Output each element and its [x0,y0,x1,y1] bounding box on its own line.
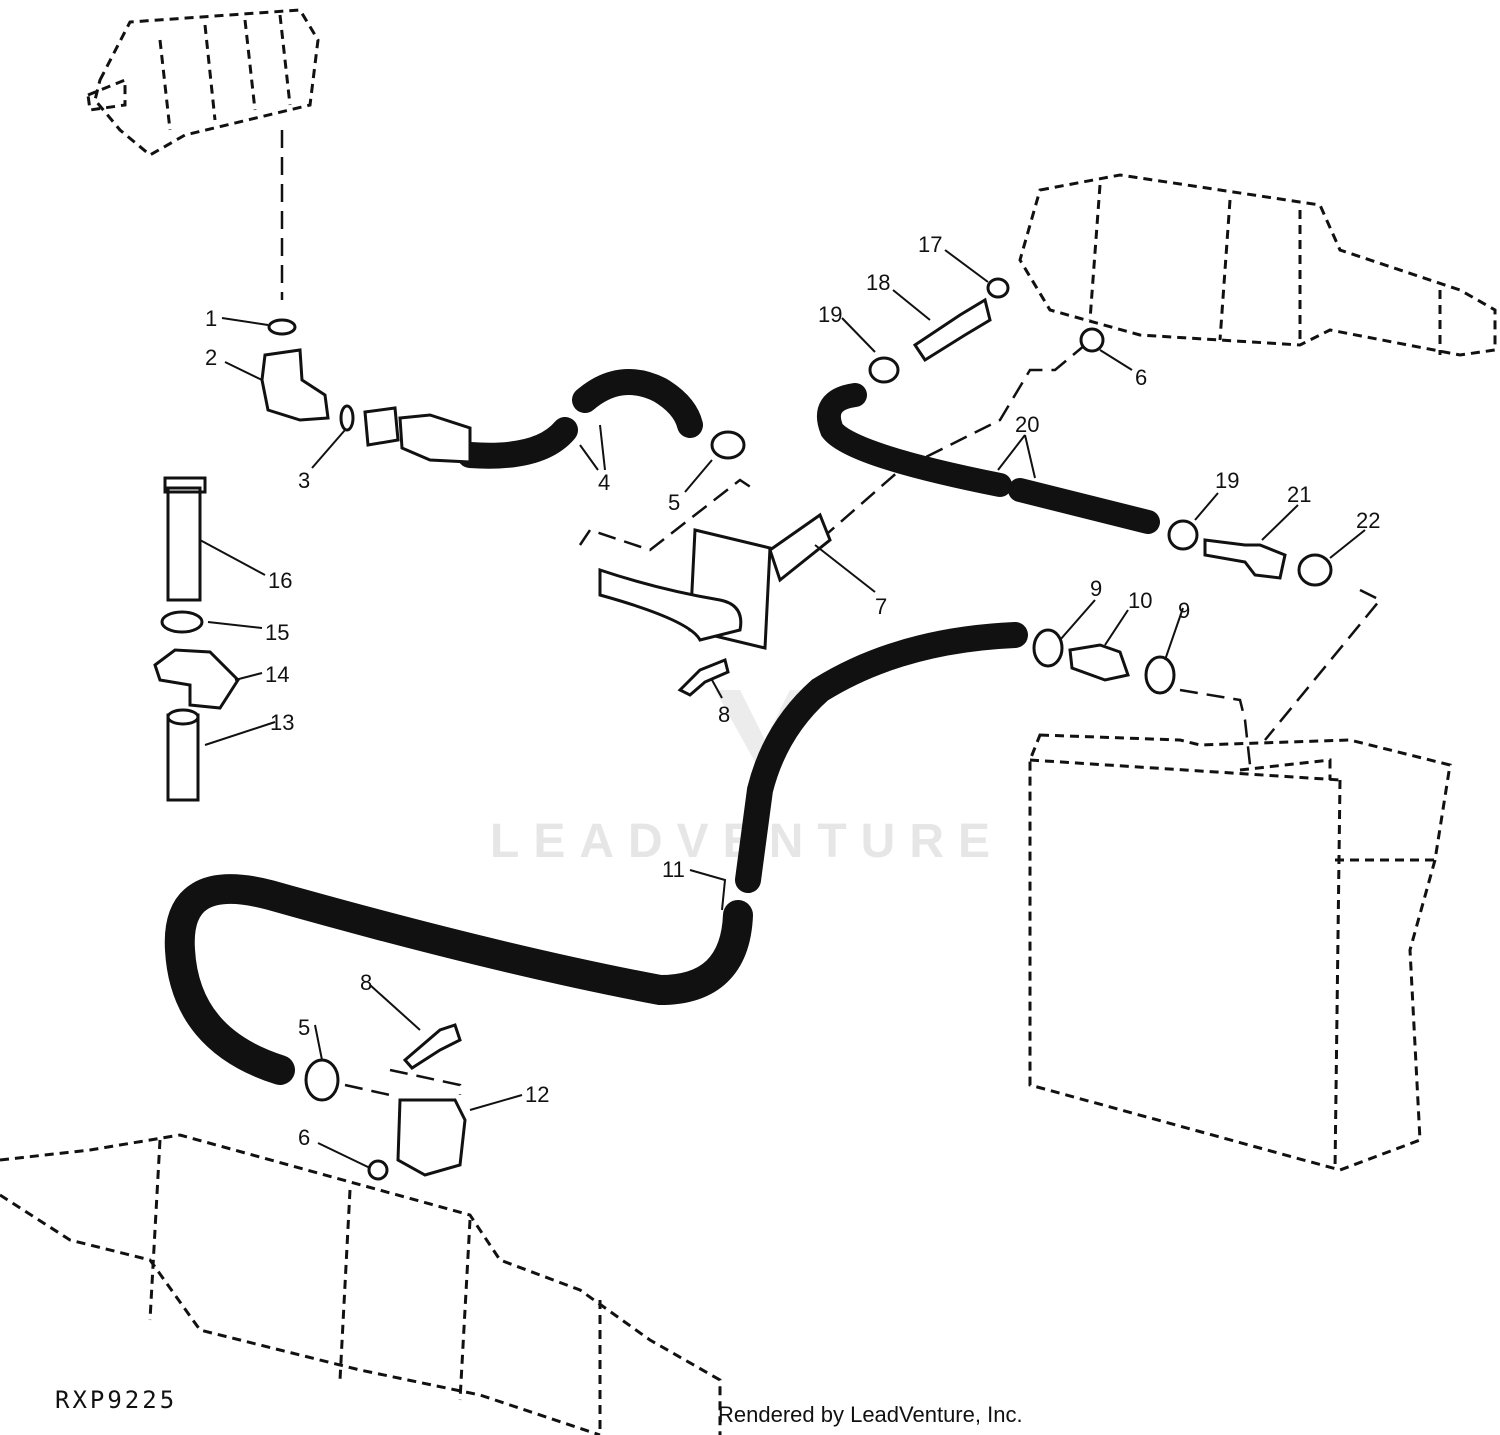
callout-17: 17 [918,232,942,257]
o-ring-1 [267,318,297,336]
hose-4b [572,369,703,438]
fitting-18 [912,297,992,363]
hose-11a [735,622,1028,893]
pump-outline [86,8,320,157]
callout-20: 20 [1015,412,1039,437]
clamp-14 [153,648,240,710]
callout-6-upper: 6 [1135,365,1147,390]
callout-18: 18 [866,270,890,295]
tank-outline [1028,733,1452,1172]
clamp-19b [1167,519,1199,551]
spacer-13-top [166,708,200,726]
callout-19-upper: 19 [818,302,842,327]
assembly-lines [280,130,1382,1101]
bolt-16 [163,476,207,602]
hose-4a [457,417,578,469]
callout-2: 2 [205,345,217,370]
callout-4: 4 [598,470,610,495]
hose-20b [1008,478,1160,534]
callout-9-right: 9 [1178,598,1190,623]
connector-10 [1068,643,1130,682]
callout-3: 3 [298,468,310,493]
drawing-code: RXP9225 [55,1386,177,1414]
callout-labels: 1 2 3 4 5 5 6 6 7 8 8 9 9 10 11 12 13 14… [205,232,1380,1150]
callout-8-lower: 8 [360,970,372,995]
callout-10: 10 [1128,588,1152,613]
flange-12 [396,1098,467,1177]
bolt-8a [677,657,730,697]
callout-7: 7 [875,594,887,619]
callout-14: 14 [265,662,289,687]
fitting-21 [1203,538,1287,580]
callout-5-lower: 5 [298,1015,310,1040]
rear-axle-outline [1018,173,1497,357]
callout-9-left: 9 [1090,576,1102,601]
clamp-9a [1032,628,1064,668]
callout-8-upper: 8 [718,702,730,727]
bolt-8b [402,1023,462,1070]
tube-elbow [598,567,743,642]
callout-19-lower: 19 [1215,468,1239,493]
fittings [153,277,1333,1181]
callout-16: 16 [268,568,292,593]
callout-11: 11 [662,857,685,882]
callout-21: 21 [1287,482,1311,507]
clamp-22 [1297,553,1333,587]
callout-1: 1 [205,306,217,331]
callout-15: 15 [265,620,289,645]
callout-22: 22 [1356,508,1380,533]
front-axle-outline [0,1133,722,1435]
clamp-5b [304,1058,340,1102]
clamp-9b [1144,655,1176,695]
callout-13: 13 [270,710,294,735]
leader-lines [199,249,1366,1169]
render-credit: Rendered by LeadVenture, Inc. [718,1402,1023,1427]
clamp-19a [868,356,900,384]
hose-end-fitting [363,406,472,464]
o-ring-6b [367,1159,389,1181]
callout-12: 12 [525,1082,549,1107]
callout-5-upper: 5 [668,490,680,515]
washer-15 [160,610,204,634]
hose-20a [817,383,1012,497]
o-ring-6a [1079,327,1105,353]
o-ring-3 [339,404,355,432]
hoses [164,369,1160,1085]
clamp-5a [710,430,746,460]
spring-guard-7 [768,512,832,583]
hose-11b [164,874,753,1085]
callout-6-lower: 6 [298,1125,310,1150]
o-ring-17 [986,277,1010,299]
elbow-fitting-2 [260,348,330,422]
spacer-13 [166,713,200,802]
